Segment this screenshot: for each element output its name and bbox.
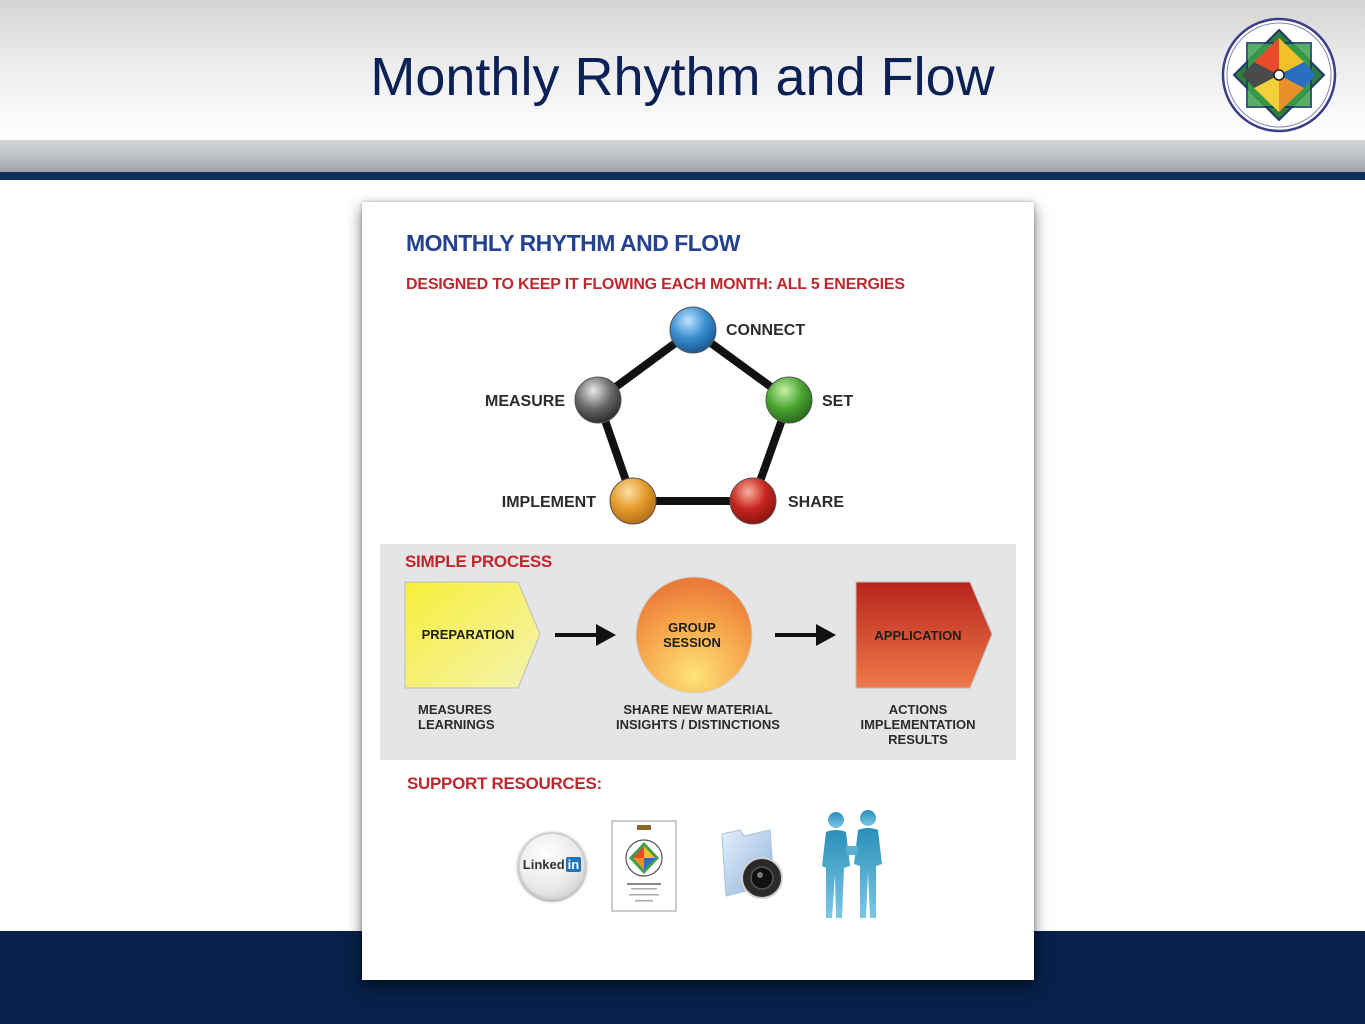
poster-title: MONTHLY RHYTHM AND FLOW xyxy=(406,230,740,256)
label-set: SET xyxy=(822,393,853,410)
process-flow-diagram: PREPARATION GROUP SESSION APPLICATION xyxy=(404,576,993,694)
caption-line: SHARE NEW MATERIAL xyxy=(623,702,773,717)
logo-icon xyxy=(1221,17,1337,133)
node-measure xyxy=(574,376,622,424)
audio-folder-icon xyxy=(721,829,783,899)
preparation-caption: MEASURES LEARNINGS xyxy=(418,702,495,732)
poster-page: MONTHLY RHYTHM AND FLOW DESIGNED TO KEEP… xyxy=(362,202,1034,980)
node-set xyxy=(765,376,813,424)
linkedin-word: Linked xyxy=(522,857,565,872)
linkedin-badge: in xyxy=(565,857,582,872)
application-shape xyxy=(855,581,993,689)
header-rule xyxy=(0,172,1365,180)
process-heading: SIMPLE PROCESS xyxy=(405,552,552,571)
group-session-label-line1: GROUP xyxy=(668,620,716,635)
energies-cycle-diagram: CONNECT SET SHARE IMPLEMENT MEASURE xyxy=(485,306,853,525)
node-connect xyxy=(669,306,717,354)
node-implement xyxy=(609,477,657,525)
preparation-label: PREPARATION xyxy=(422,627,515,642)
label-measure: MEASURE xyxy=(485,393,565,410)
label-connect: CONNECT xyxy=(726,322,805,339)
caption-line: INSIGHTS / DISTINCTIONS xyxy=(616,717,780,732)
process-panel: SIMPLE PROCESS PREPARATION GROUP xyxy=(380,544,1016,760)
group-session-shape xyxy=(635,576,753,694)
label-implement: IMPLEMENT xyxy=(502,494,596,511)
slide-header xyxy=(0,0,1365,140)
caption-line: MEASURES xyxy=(418,702,492,717)
label-share: SHARE xyxy=(788,494,844,511)
preparation-shape xyxy=(404,581,541,689)
conversation-people-icon xyxy=(822,810,882,918)
application-label: APPLICATION xyxy=(874,628,961,643)
caption-line: RESULTS xyxy=(888,732,948,747)
resources-heading: SUPPORT RESOURCES: xyxy=(407,774,602,793)
workbook-icon xyxy=(611,820,677,912)
group-session-caption: SHARE NEW MATERIAL INSIGHTS / DISTINCTIO… xyxy=(598,702,798,732)
caption-line: IMPLEMENTATION xyxy=(860,717,976,732)
header-band xyxy=(0,140,1365,172)
group-session-label-line2: SESSION xyxy=(663,635,721,650)
node-share xyxy=(729,477,777,525)
caption-line: ACTIONS xyxy=(888,702,948,717)
arrow-right-icon xyxy=(775,624,836,646)
arrow-right-icon xyxy=(555,624,616,646)
caption-line: LEARNINGS xyxy=(418,717,495,732)
application-caption: ACTIONS IMPLEMENTATION RESULTS xyxy=(844,702,992,747)
poster-subtitle: DESIGNED TO KEEP IT FLOWING EACH MONTH: … xyxy=(406,276,905,293)
slide-title: Monthly Rhythm and Flow xyxy=(370,47,995,107)
